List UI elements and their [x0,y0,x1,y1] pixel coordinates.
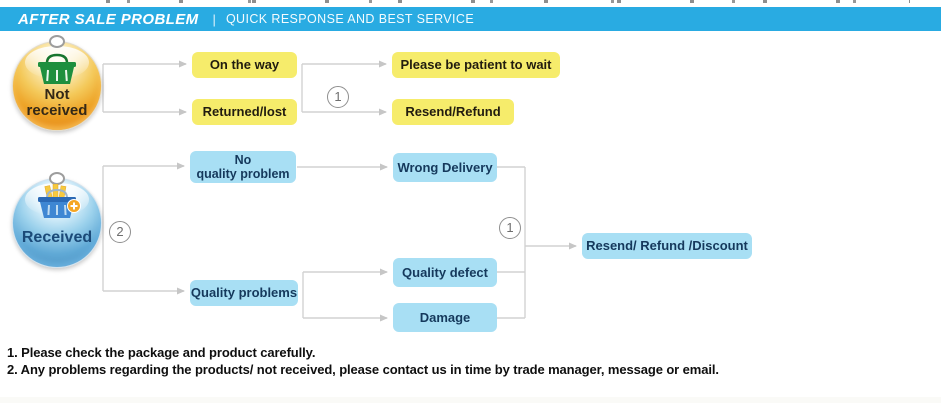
not-received-icon: Not received [12,35,102,131]
node-damage: Damage [393,303,497,332]
node-quality-problems: Quality problems [190,280,298,306]
section-banner: AFTER SALE PROBLEM | QUICK RESPONSE AND … [0,7,941,31]
banner-subtitle: QUICK RESPONSE AND BEST SERVICE [225,12,475,26]
banner-title: AFTER SALE PROBLEM [18,10,199,28]
node-resend-refund: Resend/Refund [392,99,514,125]
node-no-quality-problem-line2: quality problem [196,167,290,181]
node-please-be-patient: Please be patient to wait [392,52,560,78]
footer-note-2: 2. Any problems regarding the products/ … [7,362,719,377]
branch-number-badge-top: 1 [327,86,349,108]
node-no-quality-problem-line1: No [234,153,252,167]
not-received-label-line2: received [26,102,88,119]
node-resend-refund-discount: Resend/ Refund /Discount [582,233,752,259]
branch-number-badge-received: 2 [109,221,131,243]
node-on-the-way: On the way [192,52,297,78]
green-shopping-basket-icon [38,53,76,84]
not-received-label-line1: Not [44,86,70,103]
branch-number-badge-merge: 1 [499,217,521,239]
cropped-text-sliver [80,0,910,3]
node-quality-defect: Quality defect [393,258,497,287]
received-icon: Received [12,172,102,268]
banner-separator: | [212,11,216,27]
next-section-edge [0,397,941,403]
clasp-icon [49,35,65,48]
blue-shopping-basket-icon [38,184,81,218]
received-label: Received [21,229,93,246]
node-wrong-delivery: Wrong Delivery [393,153,497,182]
node-returned-lost: Returned/lost [192,99,297,125]
footer-note-1: 1. Please check the package and product … [7,345,316,360]
not-received-label: Not received [13,87,101,119]
node-no-quality-problem: No quality problem [190,151,296,183]
